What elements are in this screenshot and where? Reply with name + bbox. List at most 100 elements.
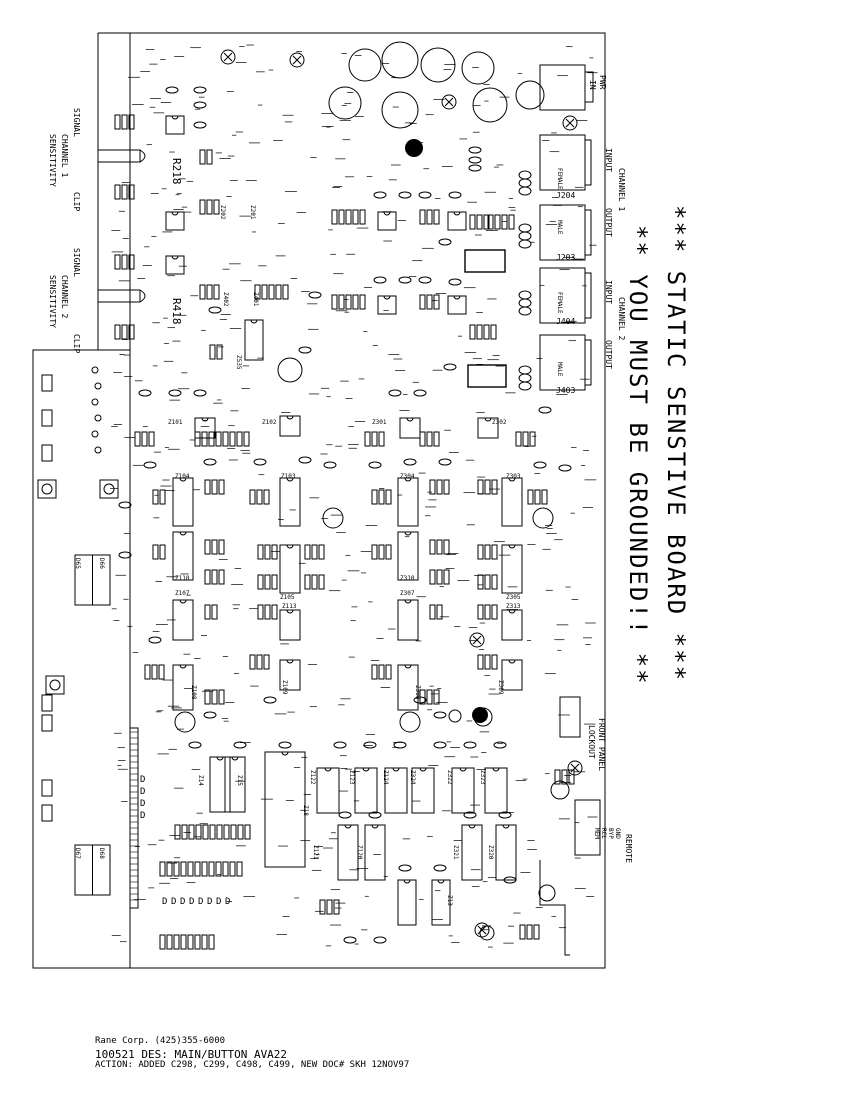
resistor [180, 861, 187, 877]
j204-female: FEMALE [556, 168, 563, 190]
ic-notch [406, 417, 414, 422]
ic-notch [383, 295, 391, 300]
resistor [159, 489, 166, 505]
resistor [477, 544, 484, 560]
resistor [223, 824, 230, 840]
chip-label-z121: Z121 [312, 845, 319, 860]
resistor [261, 284, 268, 300]
round-component [322, 507, 344, 529]
power-jack [539, 64, 586, 111]
tantalum-capacitor [405, 139, 423, 157]
resistor [208, 431, 215, 447]
footer-company: Rane Corp. (425)355-6000 [95, 1036, 226, 1046]
resistor [275, 284, 282, 300]
resistor [144, 664, 151, 680]
ic-chip [354, 767, 378, 814]
resistor [331, 294, 338, 310]
ch1-output-label: OUTPUT [604, 208, 613, 237]
pot-ch2 [98, 289, 146, 303]
ic-chip [495, 824, 517, 881]
ceramic-capacitor [398, 191, 412, 199]
inductor-coil [518, 373, 532, 383]
resistor [352, 209, 359, 225]
chip-label-z310: Z310 [400, 575, 415, 582]
resistor [331, 209, 338, 225]
ceramic-capacitor [433, 711, 447, 719]
inductor-coil [518, 306, 532, 316]
resistor [319, 899, 326, 915]
ic-chip [501, 544, 523, 594]
ceramic-capacitor [443, 363, 457, 371]
ceramic-capacitor [298, 456, 312, 464]
ic-chip [447, 295, 467, 315]
resistor [345, 209, 352, 225]
gnd-label: GND [614, 828, 621, 839]
ch2-sensitivity-label: SENSITIVITY [48, 275, 57, 328]
resistor [501, 214, 508, 230]
resistor [236, 431, 243, 447]
resistor [249, 654, 256, 670]
ic-notch [281, 751, 289, 756]
small-cap [448, 709, 462, 723]
ic-chip [461, 824, 483, 881]
j403-male: MALE [556, 362, 563, 377]
channel1-label: CHANNEL 1 [617, 168, 626, 212]
ch2-clip-label: CLIP [72, 334, 81, 354]
resistor [211, 689, 218, 705]
resistor [264, 604, 271, 620]
led-d-mark: D [162, 897, 167, 907]
resistor [378, 664, 385, 680]
ceramic-capacitor [323, 461, 337, 469]
resistor [211, 479, 218, 495]
resistor [371, 664, 378, 680]
resistor [254, 284, 261, 300]
ic-notch [171, 115, 179, 120]
resistor [484, 654, 491, 670]
resistor [264, 574, 271, 590]
ic-notch [216, 756, 224, 761]
electrolytic-capacitor [381, 91, 419, 129]
ic-chip [447, 211, 467, 231]
lockout-label: LOCKOUT [587, 725, 596, 759]
electrolytic-capacitor [328, 86, 362, 120]
resistor [206, 149, 213, 165]
electrolytic-capacitor [381, 41, 419, 79]
ic-notch [492, 767, 500, 772]
ic-notch [459, 767, 467, 772]
ic-notch [286, 609, 294, 614]
resistor [522, 431, 529, 447]
resistor [194, 861, 201, 877]
resistor [215, 861, 222, 877]
resistor [477, 479, 484, 495]
round-component [479, 925, 495, 941]
chip-label-z201: Z201 [249, 205, 256, 220]
resistor [443, 479, 450, 495]
resistor [121, 324, 128, 340]
resistor [333, 899, 340, 915]
resistor [318, 544, 325, 560]
resistor [209, 824, 216, 840]
power-jack-lip [584, 71, 594, 103]
ch1-channel-label: CHANNEL 1 [60, 134, 69, 178]
led-d-mark: D [189, 897, 194, 907]
resistor [201, 934, 208, 950]
resistor [436, 604, 443, 620]
ceramic-capacitor [413, 696, 427, 704]
resistor [483, 214, 490, 230]
resistor [263, 489, 270, 505]
resistor [271, 574, 278, 590]
ch1-sensitivity-label: SENSITIVITY [48, 134, 57, 187]
ch1-signal-label: SIGNAL [72, 108, 81, 137]
resistor [490, 324, 497, 340]
resistor [121, 184, 128, 200]
resistor [204, 479, 211, 495]
ceramic-capacitor [413, 389, 427, 397]
resistor [121, 114, 128, 130]
resistor [433, 431, 440, 447]
resistor [199, 284, 206, 300]
ceramic-capacitor [398, 864, 412, 872]
push-button-cap [41, 483, 53, 495]
resistor [229, 861, 236, 877]
led-d-mark: D [180, 897, 185, 907]
